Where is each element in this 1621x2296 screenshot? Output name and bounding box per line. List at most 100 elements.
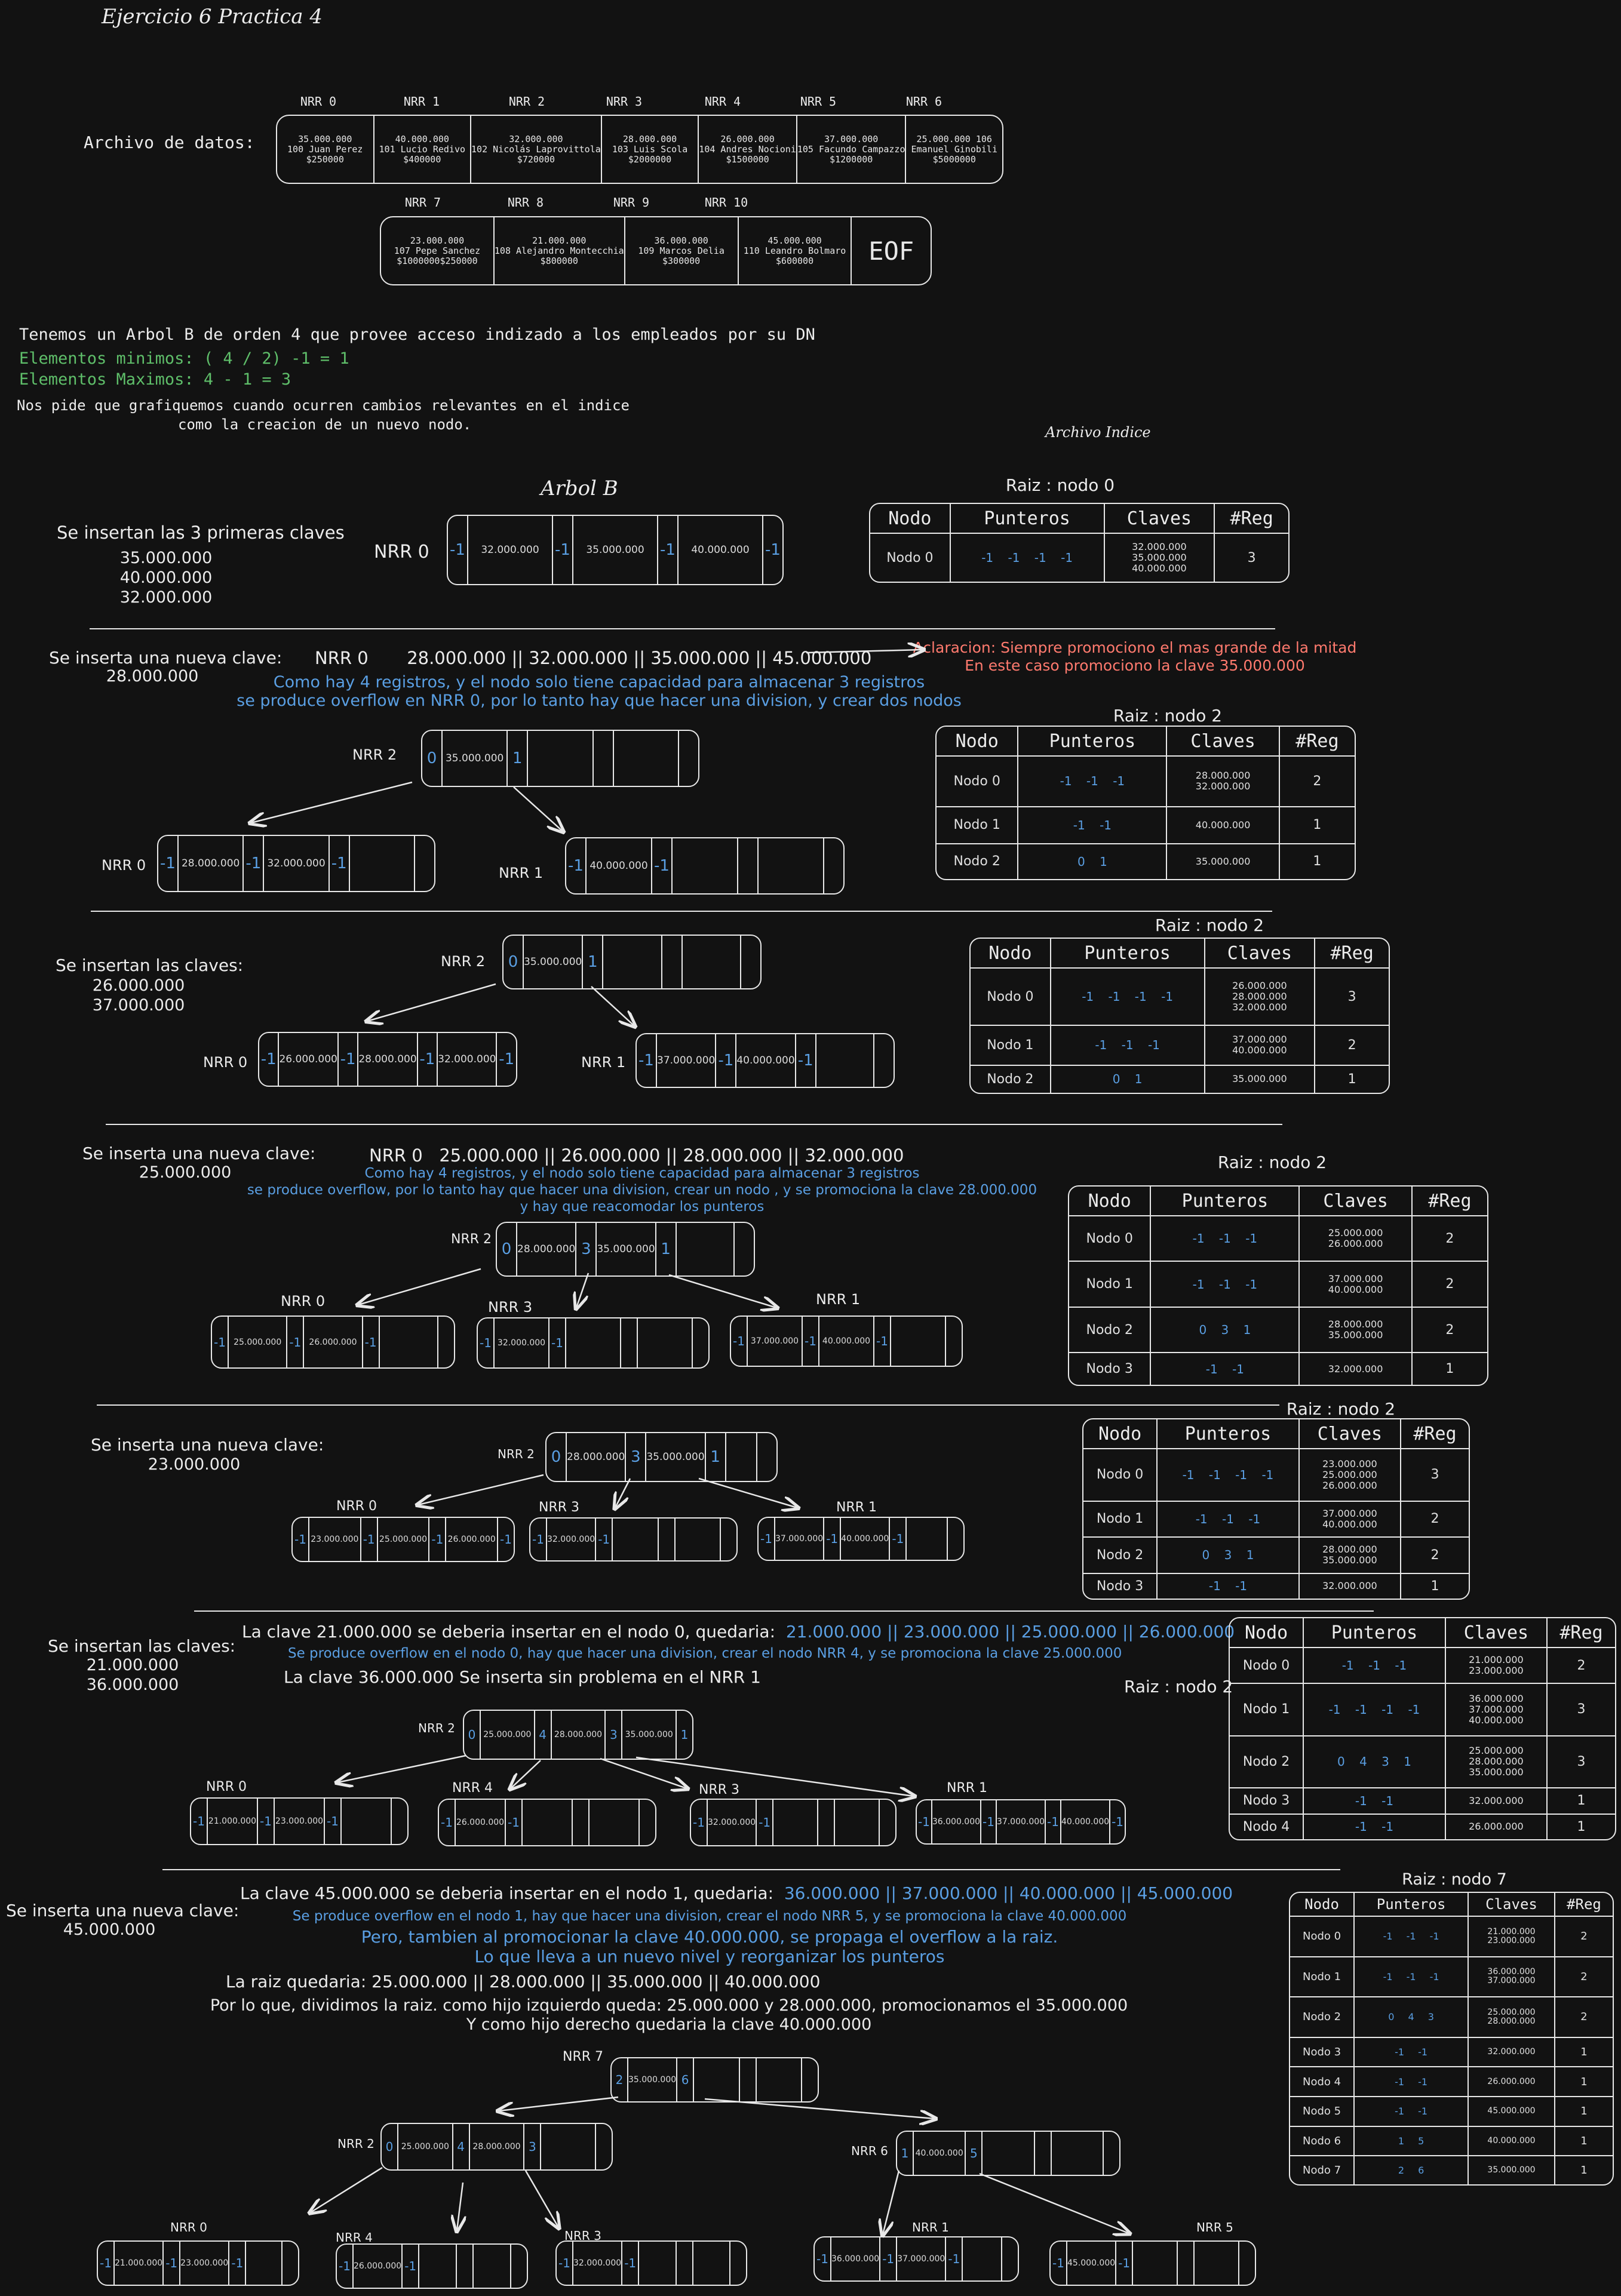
nrr-label: NRR 2: [441, 953, 486, 970]
table-header: #Reg: [1401, 1419, 1469, 1449]
node-pointer: [594, 731, 614, 786]
node-key: [816, 1034, 874, 1087]
node-key: [676, 1519, 722, 1560]
node-cell: Nodo 1: [1230, 1683, 1304, 1736]
nrr-label: NRR 0: [374, 542, 429, 563]
step4-text: Se inserta una nueva clave:: [82, 1144, 316, 1163]
node-pointer: [738, 838, 759, 893]
node-pointer: -1: [549, 1318, 566, 1367]
node-pointer: [1178, 2242, 1195, 2285]
nrr-label: NRR 3: [488, 1299, 533, 1315]
record-nrr-label: NRR 1: [403, 94, 440, 109]
node-pointer: 6: [677, 2058, 695, 2101]
step7-line-1: La clave 45.000.000 se deberia insertar …: [240, 1883, 1233, 1903]
node-key: 21.000.000: [208, 1799, 258, 1844]
table-header: Claves: [1445, 1618, 1548, 1648]
node-cell: Nodo 4: [1290, 2067, 1355, 2097]
keys-cell: 32.000.000: [1298, 1573, 1402, 1599]
node-pointer: -1: [158, 836, 179, 891]
record-nrr-label: NRR 10: [704, 195, 748, 210]
keys-cell: 28.000.000 35.000.000: [1299, 1307, 1413, 1354]
keys-cell: 37.000.000 40.000.000: [1204, 1025, 1316, 1066]
table-header: Punteros: [1018, 727, 1168, 757]
node-pointer: -1: [566, 838, 587, 893]
record-nrr-label: NRR 2: [508, 94, 545, 109]
data-file-label: Archivo de datos:: [84, 133, 255, 152]
pointers-cell: -1 -1 -1: [1150, 1216, 1300, 1262]
node-pointer: -1: [293, 1518, 309, 1561]
node-cell: Nodo 3: [1230, 1788, 1304, 1815]
node-pointer: [677, 2242, 693, 2285]
pointers-cell: -1 -1 -1 -1: [1303, 1683, 1446, 1736]
node-cell: Nodo 2: [1083, 1537, 1158, 1574]
node-key: 28.000.000: [179, 836, 244, 891]
node-key: [523, 1800, 573, 1845]
table-header: Nodo: [971, 939, 1051, 969]
reg-count-cell: 3: [1547, 1735, 1615, 1789]
node-key: 36.000.000: [831, 2237, 881, 2280]
node-cell: Nodo 1: [971, 1025, 1051, 1066]
nrr-label: NRR 4: [336, 2230, 373, 2245]
table-header: #Reg: [1315, 939, 1389, 969]
node-cell: Nodo 0: [971, 968, 1051, 1026]
node-key: 35.000.000: [628, 2058, 678, 2101]
keys-cell: 25.000.000 26.000.000: [1299, 1216, 1413, 1262]
reg-count-cell: 1: [1554, 2126, 1613, 2157]
node-key: 32.000.000: [495, 1318, 549, 1367]
node-pointer: 1: [897, 2132, 914, 2175]
reg-count-cell: 3: [1247, 550, 1256, 565]
min-elements: Elementos minimos: ( 4 / 2) -1 = 1: [19, 349, 349, 368]
keys-cell: 21.000.000 23.000.000: [1445, 1648, 1548, 1685]
node-key: 25.000.000: [229, 1317, 288, 1367]
node-key: 25.000.000: [378, 1518, 430, 1561]
overflow-note-2: Pero, tambien al promocionar la clave 40…: [361, 1927, 1058, 1947]
root-label: Raiz : nodo 2: [1155, 915, 1264, 935]
node-pointer: -1: [874, 1317, 891, 1366]
pointers-cell: -1 -1: [1354, 2067, 1469, 2097]
node-pointer: -1: [98, 2242, 115, 2285]
pointers-cell: -1 -1 -1: [1354, 1956, 1469, 1998]
node-pointer: 2: [612, 2058, 628, 2101]
node-pointer: -1: [824, 1518, 842, 1560]
node-pointer: -1: [757, 1800, 774, 1845]
node-key: [983, 2132, 1035, 2175]
node-key: 40.000.000: [841, 1518, 891, 1560]
table-header: Punteros: [1354, 1893, 1469, 1917]
node-pointer: 1: [706, 1433, 726, 1481]
overflow-note-3: y hay que reacomodar los punteros: [520, 1199, 765, 1215]
node-pointer: 5: [966, 2132, 983, 2175]
node-pointer: 3: [524, 2124, 542, 2169]
node-pointer: -1: [796, 1034, 816, 1087]
step3-text: Se insertan las claves:: [56, 955, 244, 975]
node-pointer: [573, 1800, 590, 1845]
node-pointer: 4: [535, 1711, 552, 1759]
nrr-label: NRR 1: [816, 1291, 861, 1308]
nrr-label: NRR 6: [851, 2144, 888, 2158]
nrr-label: NRR 1: [912, 2220, 949, 2234]
node-key: 28.000.000: [552, 1711, 606, 1759]
reg-count-cell: 1: [1577, 1819, 1586, 1834]
keys-cell: 40.000.000: [1166, 806, 1280, 844]
node-key: [541, 2124, 597, 2169]
node-pointer: -1: [622, 2242, 640, 2285]
node-key: [350, 836, 415, 891]
table-header: Nodo: [1290, 1893, 1355, 1917]
data-record: 37.000.000 105 Facundo Campazzo $1200000: [797, 116, 907, 183]
pointers-cell: -1 -1 -1: [1303, 1648, 1446, 1685]
node-pointer: -1: [337, 2245, 354, 2288]
keys-cell: 25.000.000 28.000.000 35.000.000: [1445, 1735, 1548, 1789]
data-record: 28.000.000 103 Luis Scola $2000000: [602, 116, 699, 183]
